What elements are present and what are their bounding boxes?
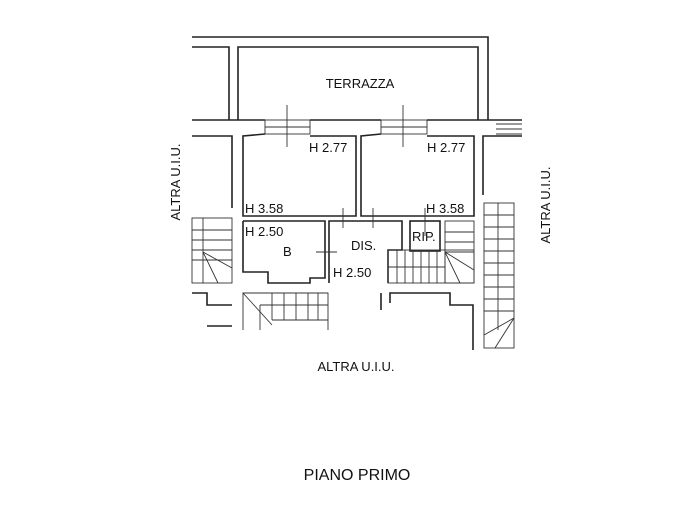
stairs-middle — [387, 220, 475, 284]
window-far-right — [496, 123, 522, 135]
bath-label: B — [283, 244, 292, 259]
neighbor-bottom-label: ALTRA U.I.U. — [317, 359, 394, 374]
window-left — [264, 105, 311, 147]
neighbor-right-label: ALTRA U.I.U. — [538, 166, 553, 243]
storage-label: RIP. — [412, 229, 436, 244]
terrace-label: TERRAZZA — [326, 76, 395, 91]
floor-title: PIANO PRIMO — [304, 467, 411, 484]
room-left-height-bottom: H 3.58 — [245, 201, 283, 216]
bath-height: H 2.50 — [245, 224, 283, 239]
stairs-right — [483, 202, 515, 349]
hall-label: DIS. — [351, 238, 376, 253]
stairs-bottom — [242, 292, 329, 330]
walls — [191, 36, 522, 350]
room-left-height-top: H 2.77 — [309, 140, 347, 155]
neighbor-left-label: ALTRA U.I.U. — [168, 143, 183, 220]
room-right-height-top: H 2.77 — [427, 140, 465, 155]
labels: TERRAZZA H 2.77 H 2.77 H 3.58 H 3.58 H 2… — [168, 76, 553, 484]
window-right — [380, 105, 428, 147]
hall-height: H 2.50 — [333, 265, 371, 280]
room-right-height-bottom: H 3.58 — [426, 201, 464, 216]
stairs-left — [191, 217, 233, 284]
